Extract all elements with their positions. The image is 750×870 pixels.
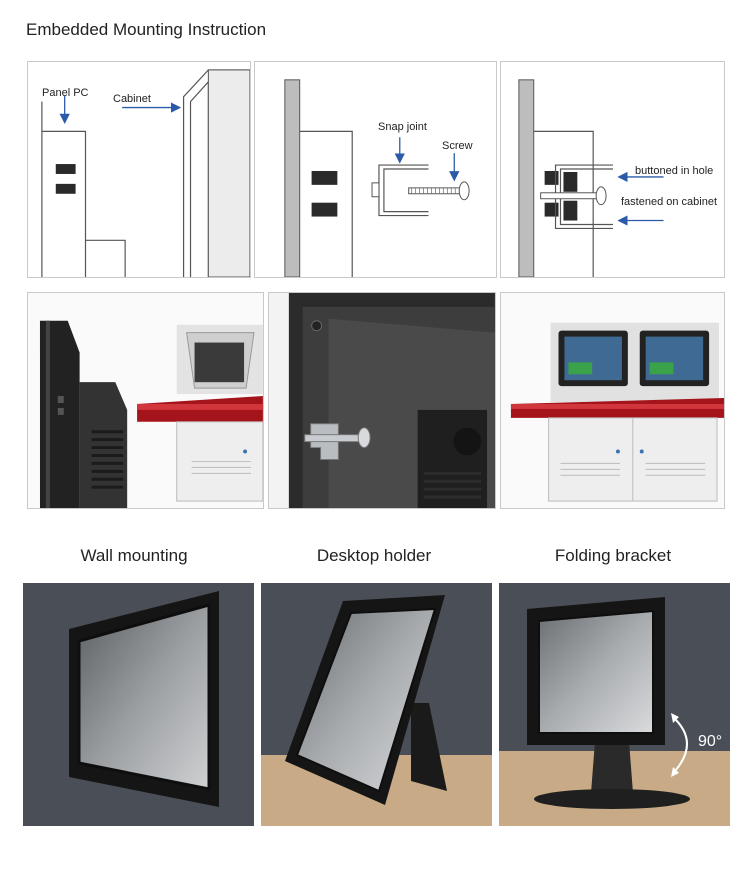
panel-pc-label: Panel PC [42,87,89,99]
diagram-panel-pc-cabinet: Panel PC Cabinet [27,61,251,278]
fastened-drawing [518,79,664,277]
panel-pc-cabinet-drawing [41,69,250,277]
rotate-arrow-icon [674,718,688,772]
desktop-holder-illustration [261,583,492,826]
port-icon [544,202,559,217]
photo-mounted-cabinet [500,292,725,509]
port-icon [55,183,76,194]
wall-mounting-illustration [23,583,254,826]
snap-joint-label: Snap joint [378,121,427,133]
screw-label: Screw [442,140,473,152]
caption-folding-bracket: Folding bracket [554,546,672,565]
photo-desktop-holder [261,583,492,826]
caption-wall-mounting: Wall mounting [80,546,188,565]
snap-joint-drawing [284,79,470,277]
page-title: Embedded Mounting Instruction [26,20,267,39]
caption-desktop-holder: Desktop holder [316,546,432,565]
panel-insertion-illustration [28,293,263,508]
mounted-cabinet-illustration [501,293,724,508]
fastened-on-cabinet-label: fastened on cabinet [621,196,718,208]
screw-closeup-illustration [269,293,495,508]
folding-bracket-illustration [499,583,730,826]
buttoned-in-hole-label: buttoned in hole [635,165,714,177]
port-icon [311,170,338,185]
photo-folding-bracket: 90° [499,583,730,826]
photo-wall-mounting [23,583,254,826]
photo-screw-closeup [268,292,496,509]
port-icon [55,164,76,174]
angle-label: 90° [698,733,723,750]
diagram-fastened: buttoned in hole fastened on cabinet [500,61,725,278]
port-icon [544,170,559,185]
photo-panel-insertion [27,292,264,509]
port-icon [311,202,338,217]
diagram-snap-joint-screw: Snap joint Screw [254,61,497,278]
cabinet-label: Cabinet [113,93,151,105]
